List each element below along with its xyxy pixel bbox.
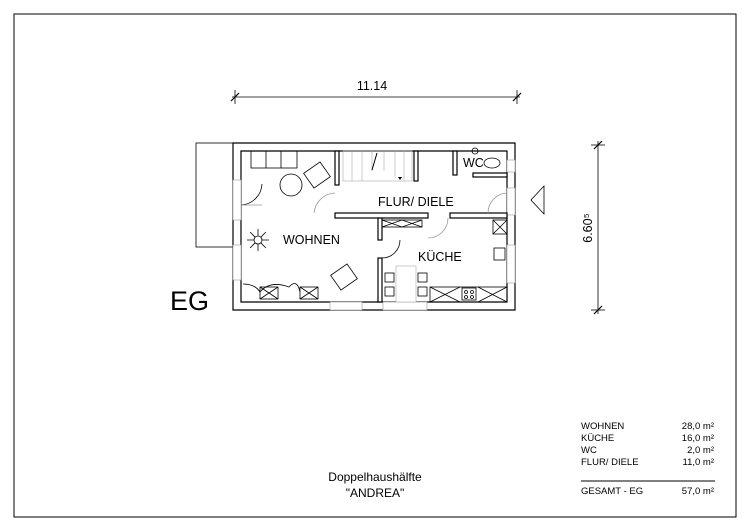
- project-name: "ANDREA": [346, 486, 405, 500]
- room-label-wc: WC: [463, 156, 484, 170]
- window: [232, 179, 242, 221]
- area-room: WC: [581, 445, 597, 456]
- plant-icon: [247, 229, 269, 251]
- window: [382, 301, 428, 311]
- area-total-label: GESAMT - EG: [581, 486, 643, 497]
- entrance-marker-icon: [530, 184, 545, 216]
- staircase: [342, 150, 413, 182]
- sheet-frame: [13, 13, 737, 518]
- stove-icon: [461, 287, 477, 301]
- area-table: WOHNEN 28,0 m² KÜCHE 16,0 m² WC 2,0 m² F…: [581, 421, 715, 497]
- coffee-table: [279, 173, 303, 197]
- area-value: 16,0 m²: [682, 433, 714, 444]
- terrace: [195, 142, 236, 248]
- depth-dimension: 6.60⁵: [581, 140, 605, 315]
- furniture: [242, 147, 508, 303]
- front-door-opening: [506, 187, 516, 216]
- area-room: KÜCHE: [581, 433, 614, 444]
- room-label-kueche: KÜCHE: [418, 250, 462, 264]
- floor-label: EG: [170, 286, 209, 316]
- fridge: [493, 247, 506, 261]
- sofa: [250, 150, 298, 169]
- sink-icon: [471, 147, 479, 155]
- project-title: Doppelhaushälfte: [328, 470, 422, 484]
- doors: [240, 183, 508, 259]
- window: [329, 301, 363, 311]
- depth-dimension-label: 6.60⁵: [581, 213, 595, 243]
- room-label-wohnen: WOHNEN: [283, 233, 340, 247]
- room-label-flur: FLUR/ DIELE: [378, 195, 454, 209]
- area-total-value: 57,0 m²: [682, 486, 714, 497]
- window: [506, 244, 516, 284]
- area-value: 28,0 m²: [682, 421, 714, 432]
- area-value: 11,0 m²: [682, 457, 714, 468]
- armchair: [303, 161, 331, 189]
- armchair: [330, 263, 358, 291]
- window: [506, 159, 516, 173]
- area-room: WOHNEN: [581, 421, 624, 432]
- toilet-icon: [483, 157, 501, 169]
- window: [232, 244, 242, 281]
- kitchen-counter: [429, 286, 508, 303]
- dining-table: [395, 265, 417, 303]
- area-value: 2,0 m²: [687, 445, 714, 456]
- interior-walls: [334, 150, 508, 303]
- width-dimension-label: 11.14: [357, 79, 387, 93]
- width-dimension: 11.14: [230, 79, 522, 104]
- area-room: FLUR/ DIELE: [581, 457, 639, 468]
